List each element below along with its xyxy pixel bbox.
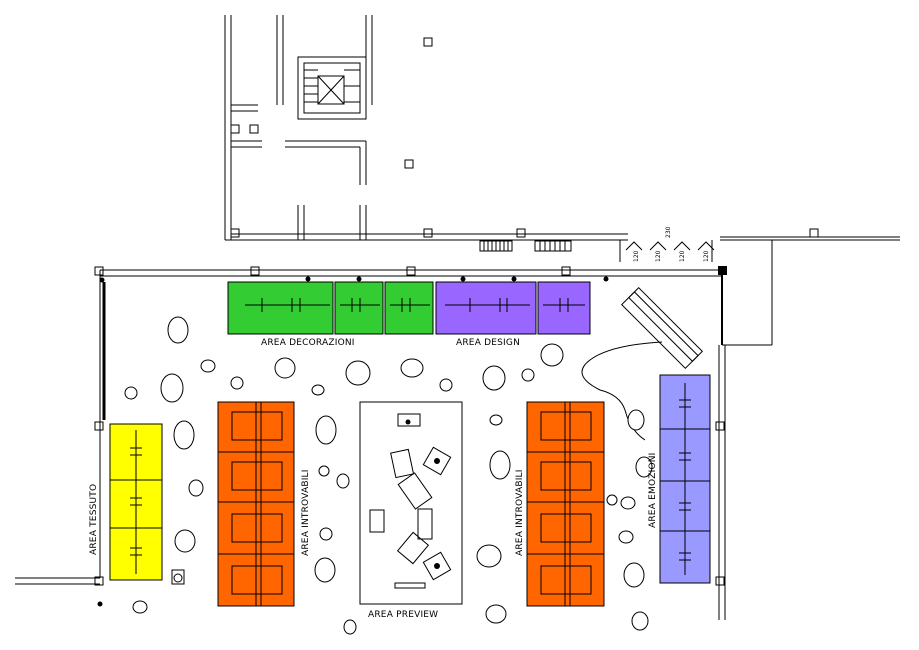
label-area-introvabili-left: AREA INTROVABILI xyxy=(301,469,311,556)
label-area-preview: AREA PREVIEW xyxy=(368,610,438,620)
label-area-tessuto: AREA TESSUTO xyxy=(89,484,99,555)
area-tessuto[interactable] xyxy=(109,423,185,585)
area-introvabili-right[interactable] xyxy=(526,401,605,607)
stair-dimension-labels: 120 120 120 120 230 xyxy=(633,226,710,262)
label-area-decorazioni: AREA DECORAZIONI xyxy=(261,338,355,348)
area-emozioni[interactable] xyxy=(659,374,711,584)
hall-walls xyxy=(15,240,773,620)
label-area-emozioni: AREA EMOZIONI xyxy=(648,452,658,528)
stair-dim-2: 120 xyxy=(655,250,662,262)
upper-building xyxy=(224,15,900,262)
stair-dim-1: 120 xyxy=(633,250,640,262)
label-area-introvabili-right: AREA INTROVABILI xyxy=(515,469,525,556)
area-introvabili-left[interactable] xyxy=(217,401,295,607)
area-preview[interactable] xyxy=(359,401,463,605)
decorative-floor-blobs xyxy=(124,316,653,635)
area-design[interactable] xyxy=(435,281,591,335)
stair-dim-5: 230 xyxy=(665,226,672,238)
stair-dim-3: 120 xyxy=(679,250,686,262)
label-area-design: AREA DESIGN xyxy=(456,338,520,348)
stair-dim-4: 120 xyxy=(703,250,710,262)
area-decorazioni[interactable] xyxy=(227,281,434,335)
